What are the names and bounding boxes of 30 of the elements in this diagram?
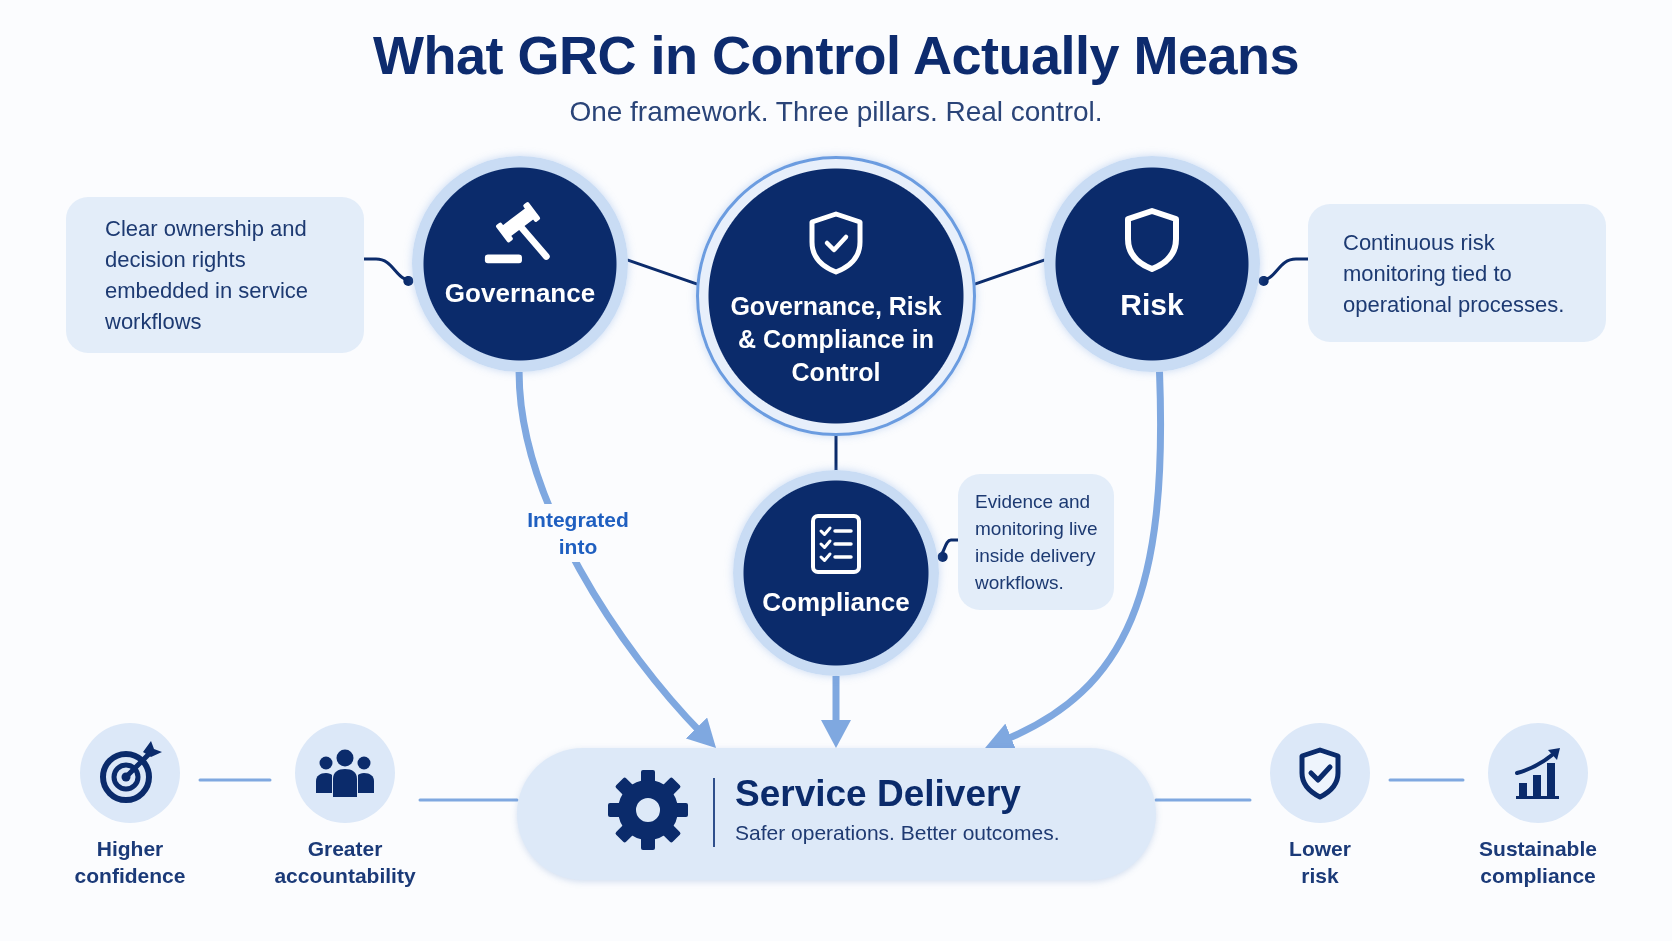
callout-card: [1308, 204, 1606, 342]
banner-title: Service Delivery: [735, 773, 1021, 815]
arrow: [821, 676, 851, 748]
arrow: [985, 371, 1165, 751]
connector-line: [198, 778, 272, 782]
connector-line: [626, 258, 698, 286]
connector-line: [1154, 798, 1252, 802]
title: What GRC in Control Actually Means: [372, 24, 1300, 87]
outcome-label: Lower risk: [1289, 836, 1351, 889]
outcome-label: Sustainable compliance: [1479, 836, 1597, 889]
callout-card: [958, 474, 1114, 610]
pillar-label: Governance: [444, 277, 596, 309]
callout-text: Clear ownership and decision rights embedded in service workflows: [105, 215, 309, 336]
callout-card: [66, 197, 364, 353]
pillar-label: Risk: [1120, 287, 1184, 323]
callout-text: Evidence and monitoring live inside delivery workflows.: [975, 490, 1099, 595]
callout-text: Continuous risk monitoring tied to operational processes.: [1343, 228, 1566, 319]
pillar-label: Compliance: [762, 586, 910, 618]
outcome-label: Greater accountability: [274, 836, 416, 889]
leader-line: [937, 538, 958, 561]
connector-line: [834, 434, 838, 472]
outcome-label: Higher confidence: [74, 836, 186, 889]
leader-line: [1258, 257, 1308, 286]
subtitle: One framework. Three pillars. Real control.: [569, 95, 1103, 129]
leader-line: [364, 257, 414, 286]
banner-subtitle: Safer operations. Better outcomes.: [735, 820, 1060, 846]
hub-label: Governance, Risk & Compliance in Control: [729, 290, 943, 388]
connector-line: [1388, 778, 1465, 782]
connector-line: [974, 258, 1046, 286]
connector-line: [418, 798, 519, 802]
